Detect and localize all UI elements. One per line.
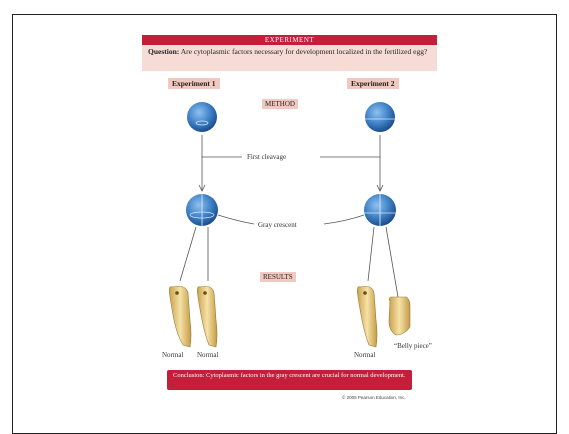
first-cleavage-arrows: [198, 135, 384, 192]
gray-crescent-pointers: [217, 214, 365, 225]
experiment1-label: Experiment 1: [168, 78, 220, 89]
belly-piece: [388, 296, 411, 336]
question-box: Question: Are cytoplasmic factors necess…: [142, 45, 437, 71]
question-label: Question:: [148, 47, 180, 56]
question-text: Are cytoplasmic factors necessary for de…: [180, 47, 428, 56]
experiment-figure: EXPERIMENT Question: Are cytoplasmic fac…: [142, 35, 437, 410]
gray-crescent-label: Gray crescent: [258, 221, 297, 229]
diagram-drawing: Normal Normal Normal “Belly piece” First…: [162, 102, 432, 359]
copyright: © 2005 Pearson Education, Inc.: [342, 395, 406, 400]
experiment2-label: Experiment 2: [347, 78, 399, 89]
outcome-caption-3: Normal: [354, 351, 375, 359]
outcome-caption-1: Normal: [162, 351, 183, 359]
outcome-caption-4: “Belly piece”: [394, 342, 432, 350]
two-cell-experiment1: [186, 194, 218, 226]
result-arrows: [179, 226, 399, 298]
tadpole-normal-3: [357, 285, 378, 348]
experiment-header: EXPERIMENT: [142, 35, 437, 45]
results-label: RESULTS: [260, 272, 296, 282]
slide-frame: [12, 14, 557, 434]
tadpole-normal-1: [169, 285, 192, 348]
first-cleavage-label: First cleavage: [247, 153, 286, 161]
two-cell-experiment2: [364, 194, 396, 226]
conclusion-box: Conclusion: Cytoplasmic factors in the g…: [167, 370, 412, 390]
tadpole-normal-2: [197, 285, 218, 348]
egg-experiment2: [365, 102, 395, 132]
method-label: METHOD: [262, 99, 298, 109]
egg-experiment1: [187, 102, 217, 132]
outcome-caption-2: Normal: [197, 351, 218, 359]
